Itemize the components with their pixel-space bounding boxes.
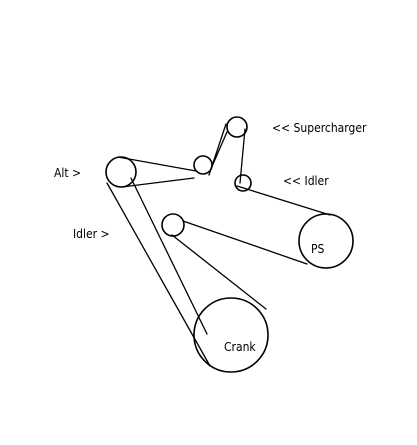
idler-pulley-right (234, 174, 252, 192)
serpentine-belt (106, 123, 331, 367)
belt-segment (209, 131, 228, 172)
idler-left-label: Idler > (73, 227, 110, 241)
crank-pulley (193, 297, 269, 373)
belt-segment (236, 185, 331, 216)
crank-label: Crank (224, 340, 256, 354)
belt-segment (117, 156, 197, 172)
belt-segment (130, 177, 208, 335)
supercharger-pulley (226, 116, 248, 138)
alt-label: Alt > (54, 166, 81, 180)
belt-segment (171, 234, 267, 310)
ps-label: PS (311, 242, 325, 256)
alt-pulley (105, 156, 137, 188)
belt-segment (106, 182, 211, 367)
ps-pulley (298, 213, 354, 269)
idler-pulley-left (161, 213, 185, 237)
idler-pulley-top (193, 155, 213, 175)
belt-segment (182, 220, 308, 265)
supercharger-label: << Supercharger (272, 121, 367, 135)
belt-segment (239, 128, 246, 184)
idler-right-label: << Idler (283, 174, 329, 188)
